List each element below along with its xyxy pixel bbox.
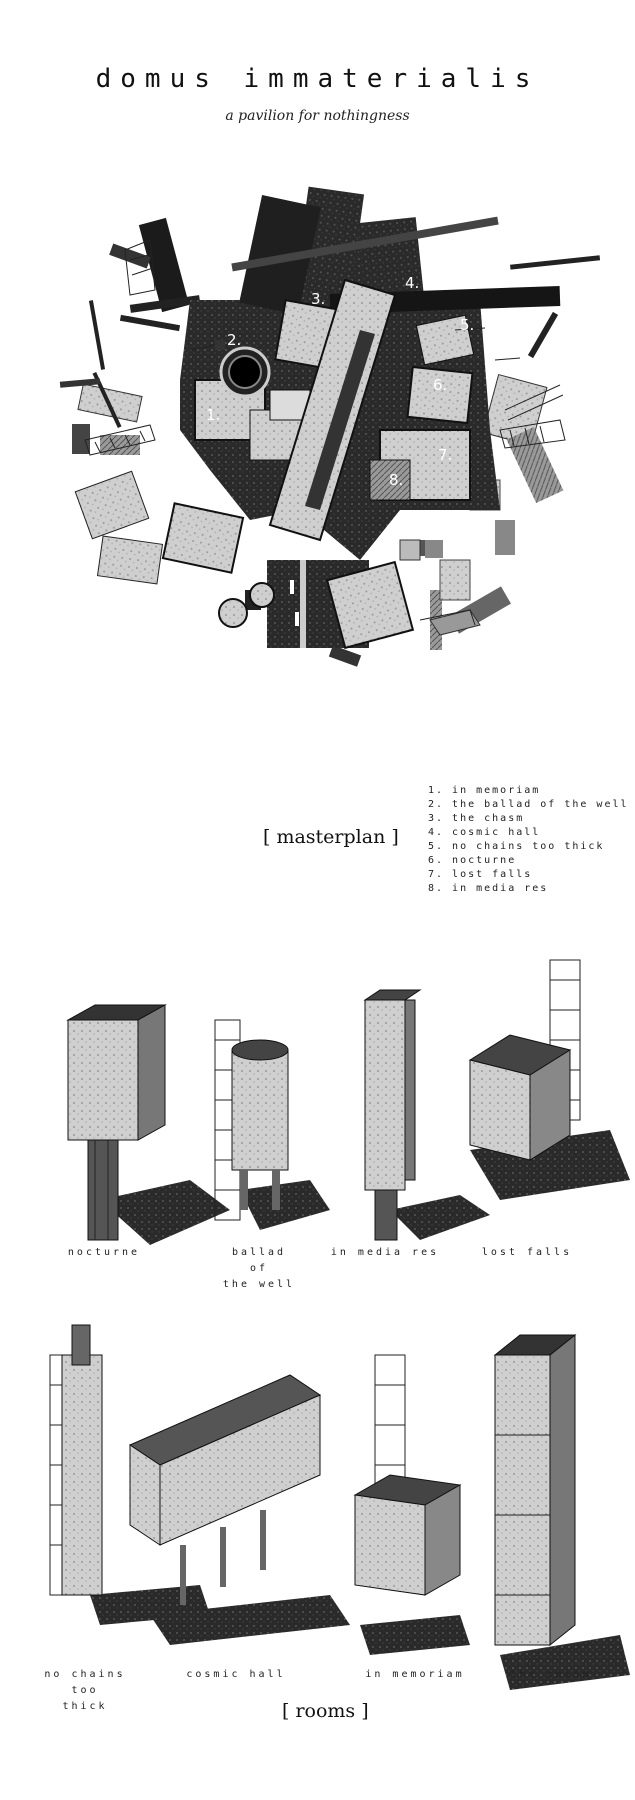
legend-item: 8. in media res	[428, 883, 549, 894]
room-label-the-chasm: the chasm	[510, 1669, 592, 1680]
plan-number-2: 2.	[227, 331, 241, 349]
page-subtitle: a pavilion for nothingness	[225, 108, 410, 124]
plan-number-7: 7.	[438, 446, 452, 464]
legend-item: 6. nocturne	[428, 855, 517, 866]
room-in-media-res-illustration	[363, 989, 490, 1241]
room-in-memoriam-illustration	[353, 1354, 470, 1655]
room-lost-falls-illustration	[468, 959, 630, 1200]
plan-linework	[84, 239, 566, 626]
page-title: domus immaterialis	[95, 64, 540, 94]
room-ballad-illustration	[214, 1019, 330, 1230]
rooms-label: [ rooms ]	[282, 1700, 369, 1722]
plan-number-3: 3.	[311, 290, 325, 308]
rooms-row-1-drawing	[66, 959, 630, 1245]
plan-number-8: 8.	[389, 471, 403, 489]
plan-number-5: 5.	[460, 316, 474, 334]
room-nocturne-illustration	[66, 1004, 230, 1245]
legend-item: 4. cosmic hall	[428, 827, 541, 838]
room-label-cosmic-hall: cosmic hall	[186, 1669, 286, 1680]
room-label-in-memoriam: in memoriam	[365, 1669, 465, 1680]
legend-item: 3. the chasm	[428, 813, 525, 824]
legend-item: 2. the ballad of the well	[428, 799, 629, 810]
room-label-nocturne: nocturne	[67, 1247, 141, 1258]
room-label-lost-falls: lost falls	[481, 1247, 573, 1258]
room-label-in-media-res: in media res	[330, 1247, 440, 1258]
rooms-row-2: no chains too thick cosmic hall in memor…	[0, 1295, 635, 1725]
room-label-no-chains: no chains too thick	[44, 1669, 126, 1712]
legend-item: 5. no chains too thick	[428, 841, 605, 852]
legend-item: 1. in memoriam	[428, 785, 541, 796]
rooms-row-1: nocturne ballad of the well in media res…	[0, 940, 635, 1290]
masterplan-legend: 1. in memoriam 2. the ballad of the well…	[428, 784, 629, 896]
room-the-chasm-illustration	[493, 1333, 630, 1690]
rooms-row-2-drawing	[49, 1324, 630, 1690]
masterplan-drawing: 1. 2. 3. 4. 5. 6. 7. 8.	[59, 186, 601, 667]
room-label-ballad: ballad of the well	[222, 1247, 296, 1290]
plan-number-4: 4.	[405, 274, 419, 292]
plan-number-6: 6.	[433, 376, 447, 394]
central-plan-mass	[180, 186, 561, 560]
plan-number-1: 1.	[206, 406, 220, 424]
legend-item: 7. lost falls	[428, 869, 533, 880]
masterplan-label: [ masterplan ]	[263, 826, 399, 848]
room-cosmic-hall-illustration	[128, 1374, 350, 1645]
lower-plan-blocks	[218, 540, 481, 650]
